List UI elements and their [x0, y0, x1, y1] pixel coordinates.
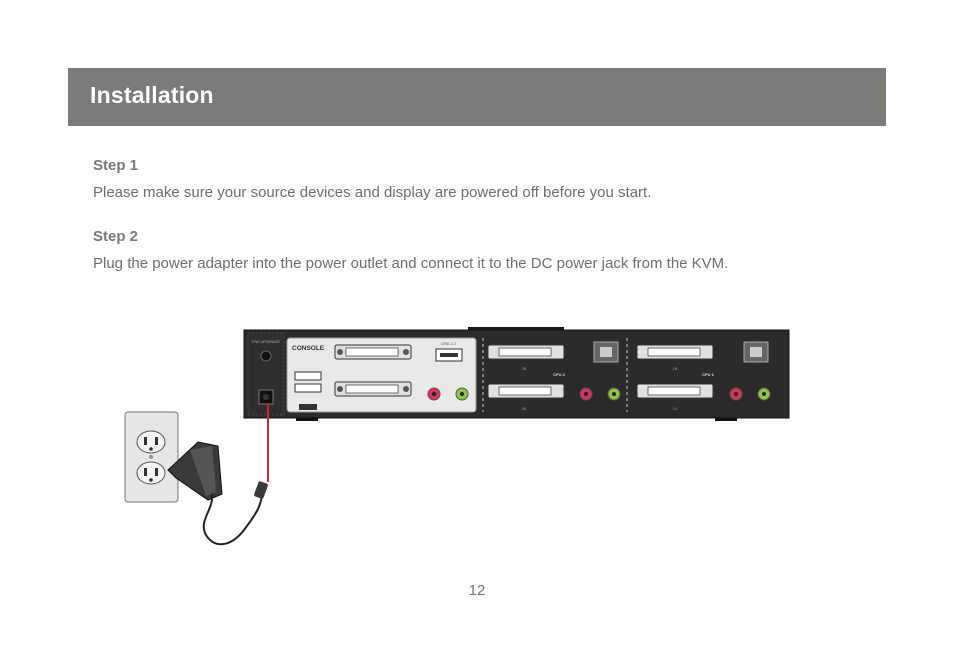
- power-adapter: [167, 441, 268, 546]
- usb-label: USB 2.0: [441, 341, 457, 346]
- fw-label: F/W UPGRADE: [252, 339, 281, 344]
- port-1a-label: 1A: [673, 406, 678, 411]
- step-1-heading: Step 1: [93, 157, 139, 174]
- port-2a-label: 2A: [522, 406, 527, 411]
- step-2-heading: Step 2: [93, 228, 139, 245]
- fw-upgrade-port: [260, 350, 272, 362]
- page-number: 12: [468, 582, 486, 599]
- port-2b-label: 2B: [522, 366, 527, 371]
- console-label: CONSOLE: [292, 345, 325, 352]
- section-header: Installation: [68, 68, 886, 126]
- cpu2-label: CPU 2: [553, 372, 566, 377]
- power-outlet: [124, 411, 179, 503]
- kvm-switch: F/W UPGRADE CONSOLE USB 2.0 2B 2A CPU 2: [243, 327, 790, 421]
- page-title: Installation: [90, 82, 214, 108]
- cpu1-label: CPU 1: [702, 372, 715, 377]
- port-1b-label: 1B: [673, 366, 678, 371]
- step-1-text: Please make sure your source devices and…: [93, 184, 652, 201]
- step-2-text: Plug the power adapter into the power ou…: [93, 255, 729, 272]
